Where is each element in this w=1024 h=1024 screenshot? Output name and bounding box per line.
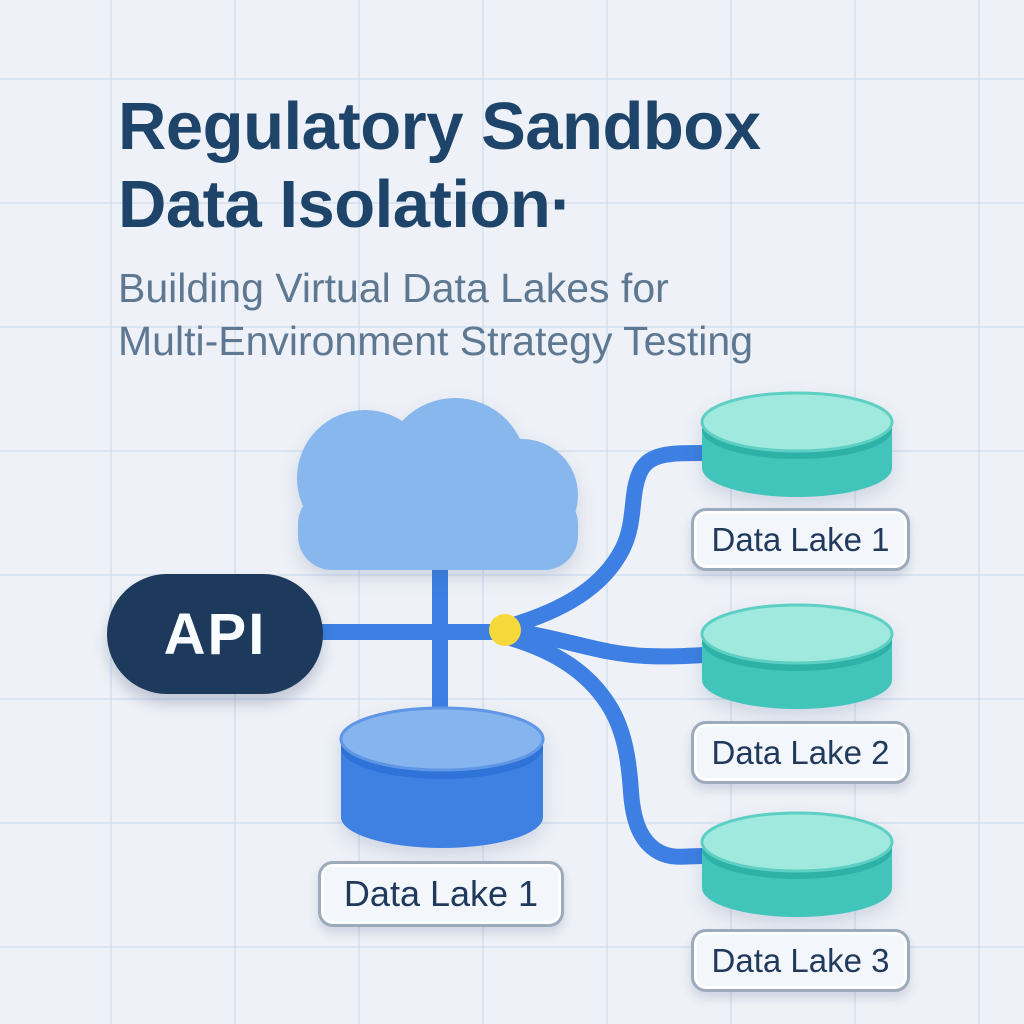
right-lake-label-3: Data Lake 3 xyxy=(691,929,910,992)
right-lake-label-1: Data Lake 1 xyxy=(691,508,910,571)
branch-line-middle xyxy=(512,624,712,665)
subtitle-line-1: Building Virtual Data Lakes for xyxy=(118,265,669,311)
cloud-icon xyxy=(297,398,578,570)
api-pill: API xyxy=(107,574,323,694)
right-lake-label-1-text: Data Lake 1 xyxy=(711,520,890,558)
subtitle-line-2: Multi-Environment Strategy Testing xyxy=(118,318,754,364)
junction-dot-icon xyxy=(489,614,521,646)
right-lake-cylinder-3-icon xyxy=(700,811,894,917)
page-title: Regulatory Sandbox Data Isolation· xyxy=(118,88,761,244)
branch-line-bottom xyxy=(499,629,712,865)
right-lake-label-2: Data Lake 2 xyxy=(691,721,910,784)
title-line-2: Data Isolation· xyxy=(118,167,573,242)
right-lake-cylinder-2-icon xyxy=(700,603,894,709)
connector-lines xyxy=(304,445,712,865)
right-lake-label-3-text: Data Lake 3 xyxy=(711,941,890,979)
page-subtitle: Building Virtual Data Lakes for Multi-En… xyxy=(118,262,753,368)
right-lake-cylinder-1-icon xyxy=(700,391,894,497)
center-lake-label: Data Lake 1 xyxy=(318,861,564,927)
center-lake-label-text: Data Lake 1 xyxy=(343,873,539,914)
right-lake-label-2-text: Data Lake 2 xyxy=(711,733,890,771)
title-line-1: Regulatory Sandbox xyxy=(118,89,761,164)
branch-line-top xyxy=(499,445,712,635)
api-pill-label: API xyxy=(163,601,267,667)
center-lake-cylinder-icon xyxy=(339,706,545,848)
